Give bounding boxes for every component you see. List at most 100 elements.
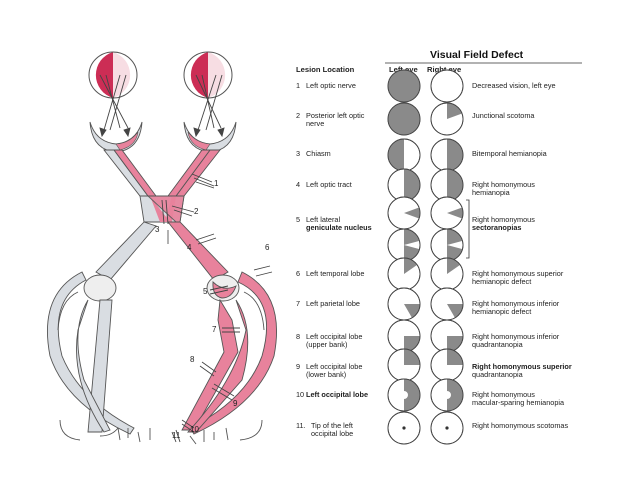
visual-field-circle — [387, 69, 421, 103]
marker-1: 1 — [214, 179, 219, 188]
visual-field-circle — [430, 196, 464, 230]
lesion-location-text: Left temporal lobe — [306, 269, 364, 278]
marker-10: 10 — [190, 425, 199, 434]
lesion-location-text: Left optic tract — [306, 180, 352, 189]
defect-description-text: Decreased vision, left eye — [472, 81, 556, 90]
row-number: 9 — [296, 362, 300, 371]
right-eyeball — [183, 121, 237, 153]
visual-field-circle — [387, 168, 421, 202]
marker-5-6: 6 — [265, 243, 270, 252]
visual-field-circle — [387, 319, 421, 353]
lesion-markers — [161, 173, 273, 443]
defect-description-text: Right homonymous scotomas — [472, 421, 568, 430]
table-row: 7 Left parietal lobe Right homonymous infe… — [296, 299, 560, 316]
row-number: 8 — [296, 332, 300, 341]
left-visual-field — [88, 51, 138, 99]
visual-field-circle — [430, 168, 464, 202]
optic-nerves — [103, 149, 221, 197]
lesion-location-text: Chiasm — [306, 149, 331, 158]
lesion-table: Visual Field Defect Lesion Location Left… — [296, 49, 582, 445]
row-number: 5 — [296, 215, 300, 224]
lesion-location-text: Left optic nerve — [306, 81, 356, 90]
lesion-location-text: Left occipital lobe — [306, 390, 368, 399]
visual-field-circle — [387, 348, 421, 382]
visual-field-circle — [430, 319, 464, 353]
visual-field-circle — [387, 102, 421, 136]
defect-description-text: hemianopic defect — [472, 277, 531, 286]
visual-field-circle — [430, 287, 464, 321]
visual-field-circle — [387, 257, 421, 291]
lgn-nuclei — [83, 274, 240, 302]
visual-field-circle — [430, 69, 464, 103]
header-lesion-location: Lesion Location — [296, 65, 355, 74]
lesion-location-text: Left parietal lobe — [306, 299, 360, 308]
marker-8: 8 — [190, 355, 195, 364]
row-number: 3 — [296, 149, 300, 158]
figure-title: Visual Field Defect — [430, 49, 524, 61]
marker-3: 3 — [155, 225, 160, 234]
lesion-location-text: (upper bank) — [306, 340, 347, 349]
lesion-location-text: Left lateral — [306, 215, 340, 224]
marker-4: 4 — [187, 243, 192, 252]
right-visual-field — [183, 51, 233, 99]
defect-description-text: sectoranopias — [472, 223, 521, 232]
defect-description-text: Right homonymous — [472, 180, 535, 189]
defect-description-text: Junctional scotoma — [472, 111, 535, 120]
defect-description-text: Right homonymous inferior — [472, 332, 560, 341]
row-5-bracket — [466, 199, 470, 259]
row-number: 7 — [296, 299, 300, 308]
brain-outline — [57, 230, 265, 445]
marker-7: 7 — [212, 325, 217, 334]
light-rays — [99, 74, 225, 138]
optic-chiasm — [139, 195, 185, 223]
marker-11: 11 — [172, 431, 181, 440]
row-number: 11. — [296, 421, 306, 430]
lesion-location-text: occipital lobe — [311, 429, 353, 438]
defect-description-text: Right homonymous — [472, 390, 535, 399]
defect-description-text: Bitemporal hemianopia — [472, 149, 548, 158]
visual-field-circle — [387, 287, 421, 321]
defect-description-text: Right homonymous — [472, 215, 535, 224]
lesion-location-text: Left occipital lobe — [306, 362, 362, 371]
defect-description-text: hemianopic defect — [472, 307, 531, 316]
lesion-location-text: Tip of the left — [311, 421, 353, 430]
defect-description-text: quadrantanopia — [472, 340, 524, 349]
visual-field-circle — [387, 228, 421, 262]
left-optic-radiation — [47, 271, 135, 435]
defect-description-text: macular-sparing hemianopia — [472, 398, 565, 407]
right-optic-radiation — [181, 271, 277, 435]
marker-9: 9 — [233, 399, 238, 408]
lesion-number-labels: 1 2 3 4 6 5 7 8 9 10 11 — [155, 179, 270, 440]
defect-description-text: hemianopia — [472, 188, 511, 197]
left-eyeball — [89, 121, 143, 153]
marker-5: 5 — [203, 287, 208, 296]
defect-description-text: Right homonymous inferior — [472, 299, 560, 308]
lesion-location-text: Posterior left optic — [306, 111, 365, 120]
row-number: 10 — [296, 390, 304, 399]
row-number: 2 — [296, 111, 300, 120]
visual-field-circles — [387, 69, 470, 445]
visual-field-circle — [430, 378, 464, 412]
lesion-location-text: geniculate nucleus — [306, 223, 372, 232]
lesion-location-text: nerve — [306, 119, 324, 128]
visual-field-circle — [387, 411, 421, 445]
lesion-location-text: (lower bank) — [306, 370, 346, 379]
header-left-eye: Left eye — [389, 65, 418, 74]
header-right-eye: Right eye — [427, 65, 461, 74]
marker-2: 2 — [194, 207, 199, 216]
visual-pathway-anatomy: 1 2 3 4 6 5 7 8 9 10 11 — [47, 51, 277, 445]
table-row: 3 Chiasm Bitemporal hemianopia — [296, 149, 548, 158]
visual-field-circle — [430, 102, 464, 136]
row-number: 6 — [296, 269, 300, 278]
visual-field-circle — [430, 411, 464, 445]
visual-field-circle — [430, 228, 464, 262]
